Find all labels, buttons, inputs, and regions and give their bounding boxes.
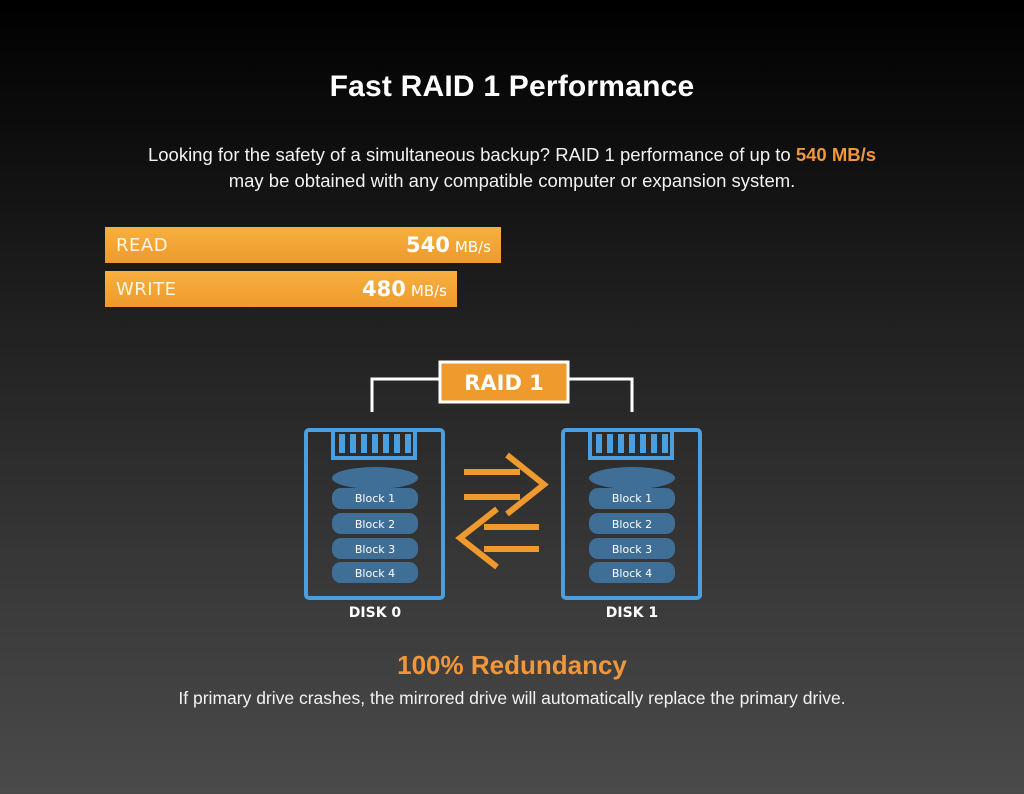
- page-title: Fast RAID 1 Performance: [329, 70, 695, 103]
- intro-text: Looking for the safety of a simultaneous…: [0, 142, 1024, 194]
- connector-icon: [339, 434, 411, 453]
- read-number: 540: [406, 233, 450, 257]
- intro-line2: may be obtained with any compatible comp…: [228, 170, 796, 191]
- disk-icon: [561, 428, 702, 600]
- block-stack: Block 1 Block 2 Block 3 Block 4: [589, 467, 675, 583]
- redundancy-description: If primary drive crashes, the mirrored d…: [178, 688, 846, 708]
- raid-bracket: [370, 377, 634, 412]
- block-label: Block 4: [355, 567, 395, 580]
- intro-highlight: 540 MB/s: [795, 144, 877, 165]
- block-label: Block 3: [355, 543, 395, 556]
- disk-1: Block 1 Block 2 Block 3 Block 4 DISK 1: [561, 428, 702, 621]
- block-label: Block 4: [612, 567, 652, 580]
- write-number: 480: [362, 277, 406, 301]
- block-stack: Block 1 Block 2 Block 3 Block 4: [332, 467, 418, 583]
- block-label: Block 2: [355, 518, 395, 531]
- disk-icon: [304, 428, 445, 600]
- block-label: Block 2: [612, 518, 652, 531]
- redundancy-title: 100% Redundancy: [397, 650, 627, 680]
- raid-label: RAID 1: [464, 371, 544, 395]
- read-unit: MB/s: [454, 238, 491, 256]
- block-label: Block 1: [355, 492, 395, 505]
- block-label: Block 3: [612, 543, 652, 556]
- block-label: Block 1: [612, 492, 652, 505]
- write-label: WRITE: [116, 278, 177, 300]
- write-unit: MB/s: [410, 282, 447, 300]
- disk-label: DISK 0: [349, 605, 402, 621]
- connector-icon: [596, 434, 668, 453]
- disk-label: DISK 1: [606, 605, 658, 621]
- disk-0: Block 1 Block 2 Block 3 Block 4 DISK 0: [304, 428, 445, 621]
- intro-line1: Looking for the safety of a simultaneous…: [147, 144, 796, 165]
- raid-label-box: [438, 360, 570, 404]
- mirror-arrows-icon: [455, 452, 549, 570]
- read-label: READ: [116, 234, 169, 256]
